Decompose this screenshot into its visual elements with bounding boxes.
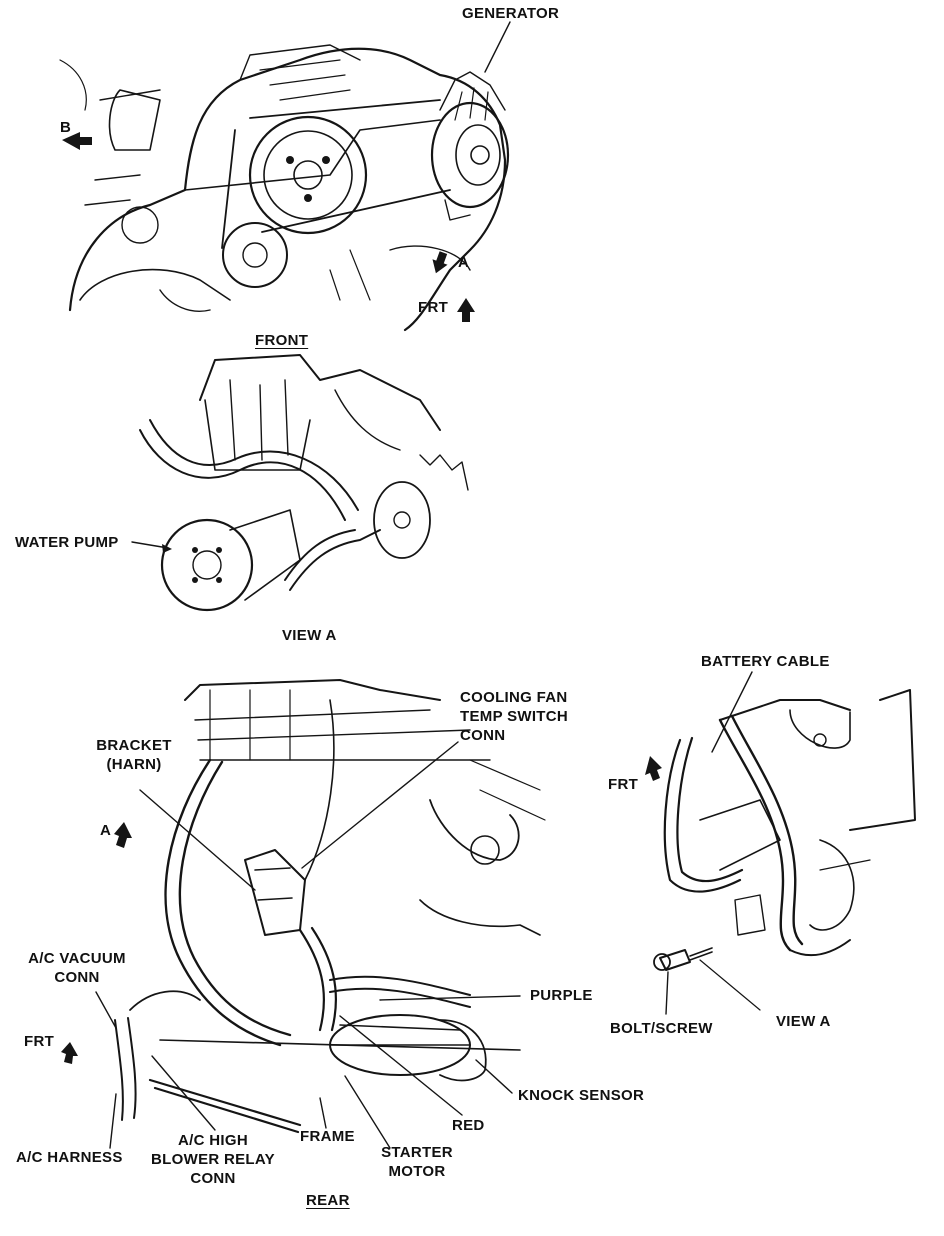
bracket-harn-label: BRACKET (HARN) [92, 736, 176, 774]
a-label-bottom: A [100, 822, 112, 839]
generator-label: GENERATOR [462, 5, 560, 22]
a-label-top: A [458, 254, 470, 271]
bracket-harn-label-line: (HARN) [106, 756, 162, 773]
red-label: RED [452, 1117, 485, 1134]
direction-arrow-icon [61, 1042, 78, 1064]
direction-arrow-icon [62, 132, 92, 150]
cooling-fan-label-line: TEMP SWITCH [460, 708, 569, 725]
rear-label: REAR [306, 1192, 350, 1209]
front-label: FRONT [255, 332, 309, 349]
water-pump-label: WATER PUMP [15, 534, 119, 551]
water-pump-illustration [139, 354, 469, 612]
ac-vacuum-conn-label: A/C VACUUM CONN [20, 949, 134, 987]
frame-label: FRAME [300, 1128, 355, 1145]
frt-label-right: FRT [608, 776, 639, 793]
view-a-label-right: VIEW A [776, 1013, 831, 1030]
view-a-label-top: VIEW A [282, 627, 337, 644]
cooling-fan-label-line: COOLING FAN [460, 689, 568, 706]
b-label: B [60, 119, 72, 136]
bottom-leader-lines [95, 741, 521, 1149]
cooling-fan-label-line: CONN [460, 727, 506, 744]
bolt-screw-label: BOLT/SCREW [610, 1020, 713, 1037]
frt-label-bottom: FRT [24, 1033, 55, 1050]
direction-arrow-icon [645, 756, 662, 781]
starter-motor-label: STARTER MOTOR [370, 1143, 464, 1181]
direction-arrow-icon [457, 298, 475, 322]
rear-engine-wiring-illustration [114, 679, 546, 1134]
starter-motor-label-line: STARTER [381, 1144, 453, 1161]
cooling-fan-label: COOLING FAN TEMP SWITCH CONN [460, 688, 568, 745]
direction-arrow-icon [114, 822, 132, 848]
starter-motor-label-line: MOTOR [388, 1163, 446, 1180]
battery-cable-illustration [653, 689, 916, 1011]
ac-high-blower-label-line: BLOWER RELAY [151, 1151, 275, 1168]
bracket-harn-label-line: BRACKET [96, 737, 172, 754]
frt-label-top: FRT [418, 299, 449, 316]
ac-high-blower-label-line: CONN [190, 1170, 236, 1187]
engine-front-illustration [59, 44, 510, 332]
battery-cable-label: BATTERY CABLE [701, 653, 830, 670]
direction-arrow-icon [432, 251, 448, 274]
ac-harness-label: A/C HARNESS [16, 1149, 123, 1166]
ac-vacuum-conn-label-line: A/C VACUUM [28, 950, 126, 967]
ac-vacuum-conn-label-line: CONN [54, 969, 100, 986]
ac-high-blower-label-line: A/C HIGH [178, 1132, 248, 1149]
purple-label: PURPLE [530, 987, 593, 1004]
ac-high-blower-relay-label: A/C HIGH BLOWER RELAY CONN [140, 1131, 286, 1188]
knock-sensor-label: KNOCK SENSOR [518, 1087, 645, 1104]
